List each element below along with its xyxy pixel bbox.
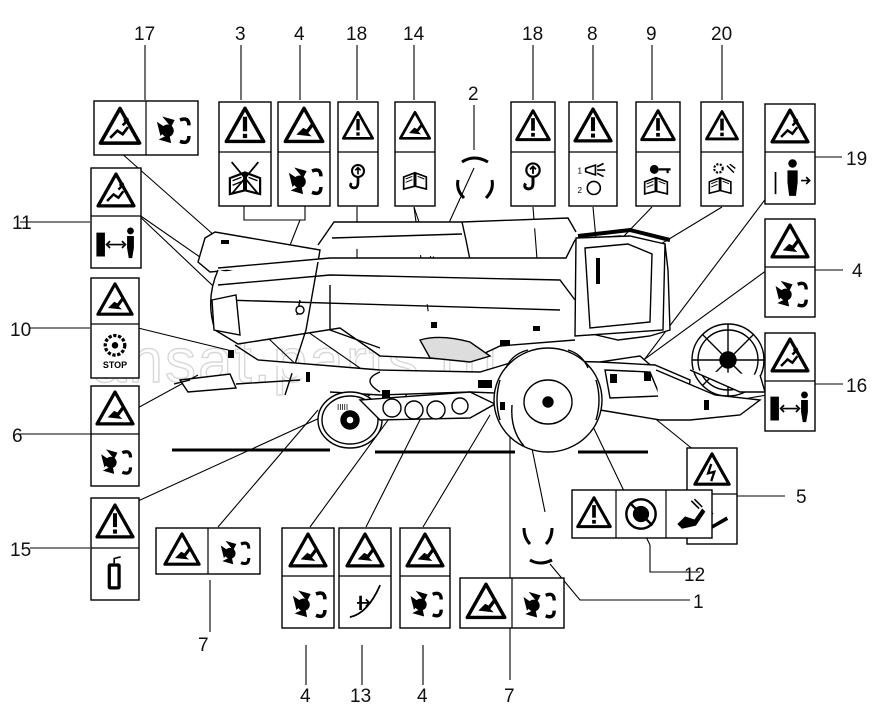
svg-text:STOP: STOP <box>103 360 127 370</box>
decal-6 <box>90 385 140 487</box>
callout-19: 19 <box>846 149 867 170</box>
decal-15 <box>90 497 140 601</box>
callout-2: 2 <box>468 84 479 105</box>
distance-pictogram <box>770 391 808 423</box>
callout-20: 20 <box>711 24 732 45</box>
callout-11: 11 <box>12 213 32 234</box>
decal-4-right <box>764 218 816 318</box>
gearbook-pictogram <box>708 163 736 195</box>
decal-3 <box>218 101 272 207</box>
callout-4-top: 4 <box>294 24 305 45</box>
decal-markers <box>221 240 709 410</box>
warnhand-pictogram <box>770 223 810 259</box>
key-pictogram <box>643 164 671 195</box>
warnhand-pictogram <box>465 582 507 620</box>
decal-7-a <box>155 527 261 575</box>
decal-17 <box>93 100 199 156</box>
callout-10: 10 <box>10 320 31 341</box>
warnhand-pictogram <box>405 532 445 568</box>
warnhand-pictogram <box>345 532 385 568</box>
decal-4-bottom-2 <box>399 527 451 629</box>
warnhand-pictogram <box>399 111 431 140</box>
decal-12 <box>571 489 713 539</box>
decal-19 <box>764 103 816 205</box>
callout-17: 17 <box>134 24 155 45</box>
decal-10: STOP <box>90 277 140 379</box>
decal-8: 12 <box>568 101 618 207</box>
callout-3: 3 <box>235 24 246 45</box>
callout-numbers: 17 3 4 18 14 18 8 9 20 2 19 11 4 10 16 6… <box>10 24 867 707</box>
warnfall-pictogram <box>770 108 810 144</box>
callout-15: 15 <box>10 540 31 561</box>
decal-7-b <box>459 577 565 629</box>
decal-9 <box>635 101 681 207</box>
callout-12: 12 <box>684 565 705 586</box>
warnhand-pictogram <box>95 390 135 426</box>
warnfall-pictogram <box>98 106 142 145</box>
warnelec-pictogram <box>693 452 731 486</box>
callout-18-b: 18 <box>522 24 543 45</box>
svg-text:1: 1 <box>578 166 583 175</box>
slope-pictogram <box>349 584 381 618</box>
front-wheel <box>493 347 603 453</box>
callout-4-bottom-1: 4 <box>300 686 311 707</box>
callout-4-right: 4 <box>852 261 863 282</box>
combine-harvester: IIIII <box>173 217 766 453</box>
callout-1: 1 <box>693 592 704 613</box>
decal-4-top <box>277 101 331 207</box>
callout-13: 13 <box>350 686 371 707</box>
warnhand-pictogram <box>288 532 328 568</box>
nobook-pictogram <box>228 161 262 196</box>
distance-pictogram <box>96 227 134 259</box>
callout-6: 6 <box>12 426 23 447</box>
decal-11 <box>90 167 142 269</box>
warnfall-pictogram <box>770 337 810 373</box>
horn-pictogram: 12 <box>578 162 606 196</box>
hand-pictogram <box>677 498 706 529</box>
decal-18-a <box>337 101 379 207</box>
callout-14: 14 <box>403 24 425 45</box>
warnhand-pictogram <box>283 106 325 144</box>
callout-18-a: 18 <box>346 24 367 45</box>
svg-text:IIIII: IIIII <box>337 403 348 412</box>
rotation-marker-1 <box>522 527 554 565</box>
callout-16: 16 <box>846 376 867 397</box>
warnhand-pictogram <box>163 532 201 566</box>
rotation-marker-2 <box>456 156 494 200</box>
decal-20 <box>700 101 744 207</box>
svg-text:2: 2 <box>578 186 583 195</box>
warnhand-pictogram <box>96 282 134 316</box>
callout-5: 5 <box>796 487 807 508</box>
callout-7-a: 7 <box>198 635 209 656</box>
person-pictogram <box>774 159 811 196</box>
callout-7-b: 7 <box>504 686 515 707</box>
callout-4-bottom-2: 4 <box>417 686 428 707</box>
decal-16 <box>764 332 816 432</box>
callout-9: 9 <box>646 24 657 45</box>
noentry-pictogram <box>625 498 657 530</box>
decal-13 <box>338 527 392 629</box>
stop-pictogram: STOP <box>103 333 127 370</box>
extinguisher-pictogram <box>107 556 121 590</box>
decal-4-bottom-1 <box>281 527 335 629</box>
ground-lines <box>172 448 648 454</box>
callout-8: 8 <box>587 24 598 45</box>
warnfall-pictogram <box>96 172 136 208</box>
decal-14 <box>394 101 436 207</box>
decal-18-b <box>510 101 556 207</box>
header-reel <box>655 323 766 421</box>
